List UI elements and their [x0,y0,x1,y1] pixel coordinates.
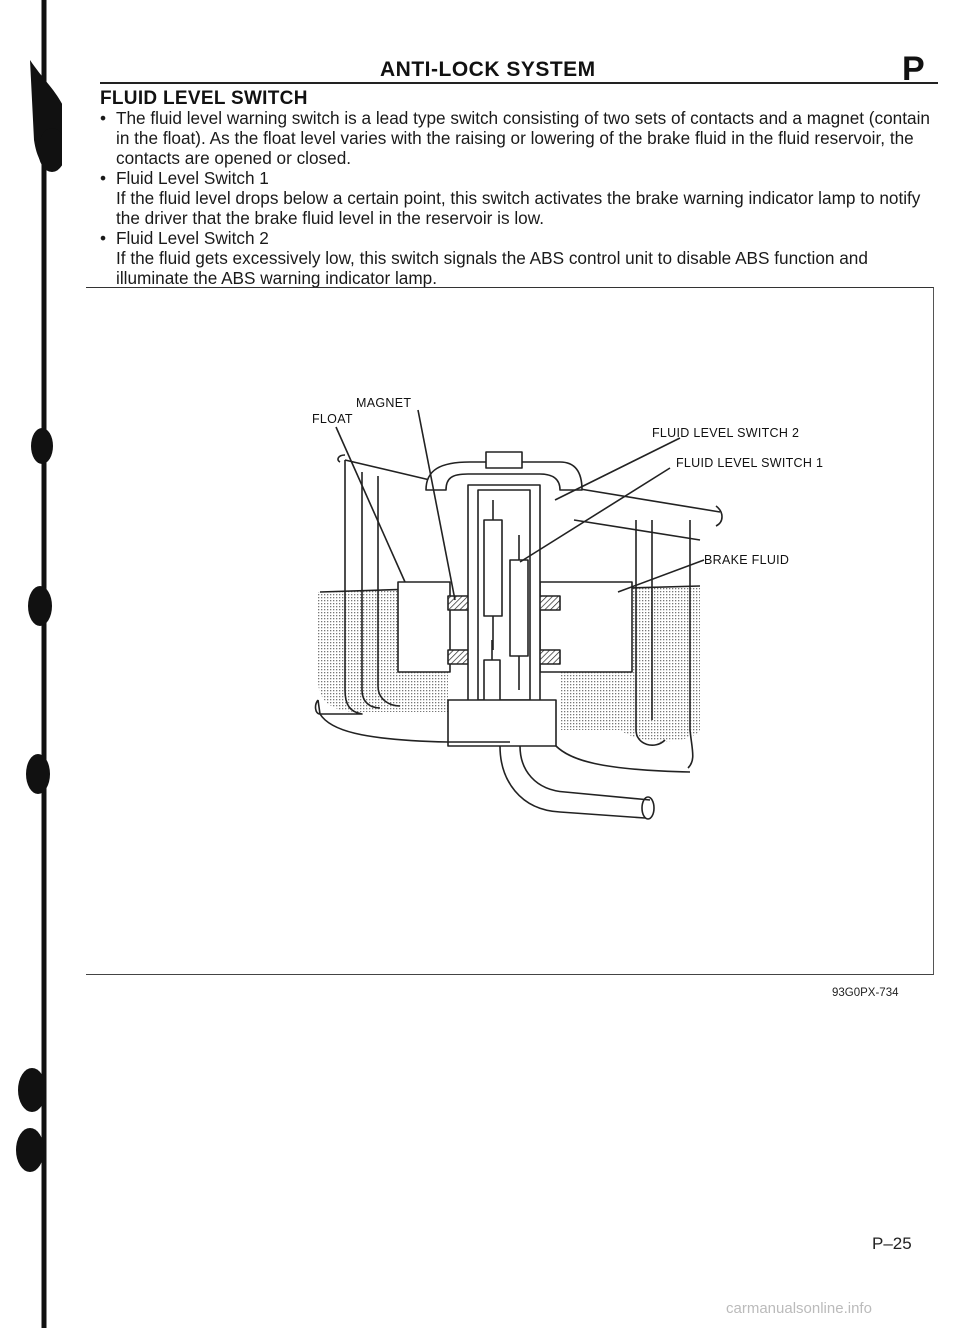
list-item: • Fluid Level Switch 2 If the fluid gets… [100,228,940,288]
label-fluid-level-switch-1: FLUID LEVEL SWITCH 1 [676,456,824,470]
body-text: • The fluid level warning switch is a le… [100,108,940,288]
watermark: carmanualsonline.info [726,1300,872,1317]
bullet: • [100,108,107,128]
figure-code: 93G0PX-734 [832,987,899,999]
fluid-level-switch-diagram [314,409,723,820]
item-heading: Fluid Level Switch 1 [116,168,269,188]
label-fluid-level-switch-2: FLUID LEVEL SWITCH 2 [652,426,800,440]
section-title: FLUID LEVEL SWITCH [100,88,308,109]
header-rule [100,82,938,84]
leader-switch2 [554,437,681,501]
punch-hole-4 [28,586,52,626]
leader-magnet [417,409,456,601]
leader-float [335,426,406,583]
label-float: FLOAT [312,412,353,426]
binding-edge [16,0,62,1328]
item-text: If the fluid gets excessively low, this … [116,248,868,288]
reed-switch-2 [483,519,503,617]
leader-switch1 [519,467,671,563]
punch-hole-2 [38,128,62,172]
bullet: • [100,168,107,188]
list-item: • Fluid Level Switch 1 If the fluid leve… [100,168,940,228]
punch-hole-7 [16,1128,44,1172]
punch-hole-3 [31,428,53,464]
magnet-left [447,595,471,611]
section-letter: P [902,50,925,88]
reservoir-cap [425,461,583,491]
switch-base [447,699,557,747]
figure-frame [86,287,934,975]
label-magnet: MAGNET [356,396,412,410]
float-body [397,581,451,673]
page-number: P–25 [872,1234,912,1253]
reed-switch-1 [509,559,529,657]
punch-hole-6 [18,1068,46,1112]
bullet: • [100,228,107,248]
magnet-right [537,595,561,611]
list-item: • The fluid level warning switch is a le… [100,108,940,168]
leader-brake-fluid [617,559,705,593]
page-header-title: ANTI-LOCK SYSTEM [380,58,596,81]
item-text: The fluid level warning switch is a lead… [116,108,930,168]
punch-hole-5 [26,754,50,794]
connector-hose [499,745,646,819]
label-brake-fluid: BRAKE FLUID [704,553,790,567]
item-text: If the fluid level drops below a certain… [116,188,921,228]
item-heading: Fluid Level Switch 2 [116,228,269,248]
